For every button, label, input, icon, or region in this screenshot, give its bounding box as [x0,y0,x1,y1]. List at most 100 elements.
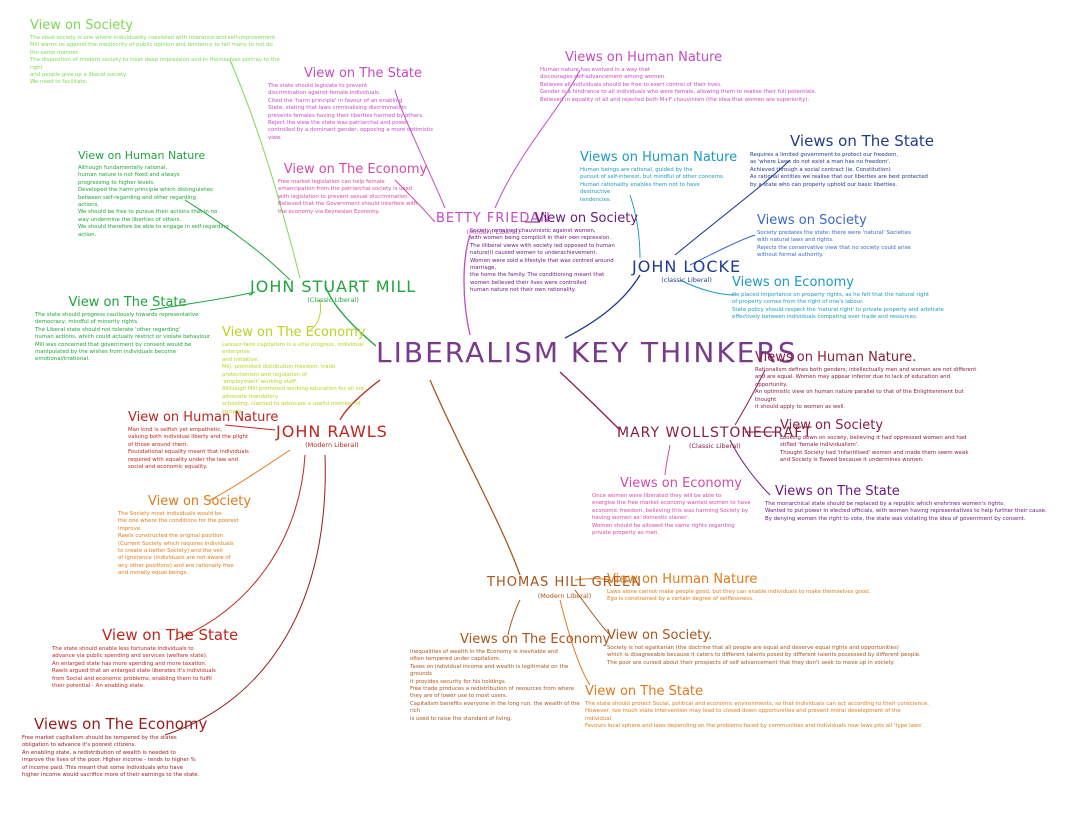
bullet-point: The Liberal state should not tolerate 'o… [35,326,181,333]
section-heading: Views on Human Nature. [755,350,917,365]
bullet-point: Society is not egalitarian (the doctrine… [607,645,899,651]
bullet-point: and Society is flawed because it undermi… [780,457,924,464]
section-heading: View on Society. [607,628,713,643]
thinker-subtitle: (Modern Liberal) [466,228,521,236]
locke-views-on-human-nature: Views on Human Nature Human beings are r… [580,150,738,204]
bullet-point: they are of lower use to most users. [410,693,508,700]
bullet-point: Believed that the Government should inte… [278,201,418,208]
connector-mill-human [184,199,291,281]
bullet-point: (Current Society which requires individu… [118,540,234,547]
locke-views-on-economy: Views on Economy He placed importance on… [732,275,972,322]
connector-center-mill [324,284,377,347]
mill-view-on-economy: View on The Economy Laissez-faire capita… [222,325,372,416]
connector-center-green [429,379,521,576]
bullet-point: obligation to advance it's poorest citiz… [22,742,137,749]
bullet-point: manipulated by the wishes from individua… [35,349,177,356]
bullet-point: Capitalism benefits everyone in the long… [410,700,580,715]
thinker-locke: JOHN LOCKE (classic Liberal) [632,257,742,285]
bullet-point: as 'where Laws do not exist a man has no… [750,159,891,166]
bullet-point: prevents females having their liberties … [268,112,424,119]
bullet-point: progressing to higher levels. [78,179,155,186]
connector-center-locke [564,274,641,339]
thinker-name: JOHN STUART MILL [250,277,417,296]
bullet-point: Requires a limited government to protect… [750,152,899,158]
bullet-point: with legislation to prevent sexual discr… [278,193,410,200]
bullet-point: way undermine the liberties of others. [78,216,182,223]
bullet-point: Mill warns us against the mediocrity of … [30,42,273,49]
section-heading: View on The State [303,66,423,81]
rawls-view-on-state: View on The State The state should enabl… [52,626,267,690]
bullet-point: State, stating that laws criminalising d… [268,105,407,112]
section-heading: Views on The State [790,132,935,150]
bullet-point: democracy, mindful of minority rights. [35,319,139,326]
bullet-point: of those around them. [128,441,189,448]
bullet-point: discourages self-advancement among women… [540,74,666,81]
mill-view-on-human-nature: View on Human Nature Although fundamenta… [78,148,248,239]
bullet-point: which is disagreeable because it caters … [607,652,921,659]
bullet-point: is used to raise the standard of living. [410,715,513,722]
connector-woll-human [734,369,766,426]
bullet-point: human nature is not fixed and always [78,172,180,179]
connector-rawls-state [174,454,306,641]
bullet-point: and morally equal beings. [118,570,189,577]
bullet-point: Developed the harm principle which disti… [78,187,213,194]
bullet-point: Society predates the state; there were '… [757,230,911,236]
connector-mill-society [229,59,301,279]
rawls-views-on-economy: Views on The Economy Free market capital… [22,715,227,779]
bullet-point: An enlarged state has more spending and … [52,660,207,667]
thinker-name: MARY WOLLSTONECRAFT [617,425,813,441]
bullet-point: with natural laws and rights. [757,237,834,244]
bullet-point: of ignorance (individuals are not aware … [118,555,231,562]
bullet-point: with women being complicit in their own … [470,235,612,242]
bullet-point: The monarchical state should be replaced… [765,501,1005,507]
connector-rawls-human [224,424,276,431]
section-heading: Views on Human Nature [580,150,738,165]
thinker-wollstonecraft: MARY WOLLSTONECRAFT (Classic Liberal) [617,424,813,450]
woll-views-on-state: Views on The State The monarchical state… [765,484,1065,523]
locke-views-on-society: Views on Society Society predates the st… [757,213,932,260]
bullet-point: the one where the conditions for the poo… [118,518,239,525]
bullet-point: by a state who can properly uphold our b… [750,181,898,188]
bullet-point: Human nature has evolved in a way that [540,67,650,73]
connector-green-society [574,589,611,636]
green-view-on-state: View on The State The state should prote… [585,684,930,731]
thinker-subtitle: (Classic Liberal) [688,442,741,450]
friedan-view-on-state: View on The State The state should legis… [268,66,458,142]
thinker-name: BETTY FRIEDAN [436,211,551,226]
bullet-point: Rationalism defines both genders; intell… [755,367,977,373]
connector-friedan-human [494,69,581,209]
bullet-point: Free market capitalism should be tempere… [22,735,177,741]
section-heading: View on Society [148,494,252,509]
bullet-point: Mill, promoted distribution freedom, tra… [222,364,336,378]
bullet-point: having women as 'domestic slaves'. [592,515,690,522]
thinker-name: JOHN LOCKE [632,257,742,276]
bullet-point: the economy via Keynesian Economy. [278,208,380,215]
section-heading: View on The Economy [283,162,428,177]
bullet-point: valuing both individual liberty and the … [128,434,249,441]
section-heading: Views on The Economy [34,715,208,733]
bullet-point: Achieved through a social contract (ie. … [750,166,891,173]
connector-green-state [559,599,591,686]
bullet-point: Women were sold a lifestyle that was cen… [470,257,614,272]
section-heading: View on Human Nature [607,572,758,587]
mill-view-on-state: View on The State The state should progr… [35,295,220,364]
woll-views-on-human-nature: Views on Human Nature. Rationalism defin… [755,350,980,411]
bullet-point: higher income would sacrifice more of th… [22,772,200,779]
bullet-point: The state should enable less fortunate i… [52,646,194,652]
bullet-point: stifled 'female individualism'. [780,442,859,449]
thinker-subtitle: (Modern Liberal) [305,441,359,449]
friedan-view-on-society: View on Society Society remained chauvin… [470,211,638,295]
section-heading: View on Society [780,418,884,433]
bullet-point: Foundational equality meant that individ… [128,449,249,456]
bullet-point: Society remained chauvinistic against wo… [470,228,596,234]
bullet-point: energise the free market economy wanted … [592,500,751,507]
bullet-point: improve the lives of the poor. Higher in… [22,757,196,764]
bullet-point: the same manner. [30,49,80,56]
bullet-point: tendencies. [580,196,612,203]
bullet-point: from Social and economic problems, enabl… [52,675,212,682]
bullet-point: Taxes on individual income and wealth is… [410,663,569,678]
woll-views-on-economy: Views on Economy Once women were liberat… [592,476,757,537]
bullet-point: human nature not their own rationality. [470,287,576,294]
connector-locke-society [689,234,756,266]
